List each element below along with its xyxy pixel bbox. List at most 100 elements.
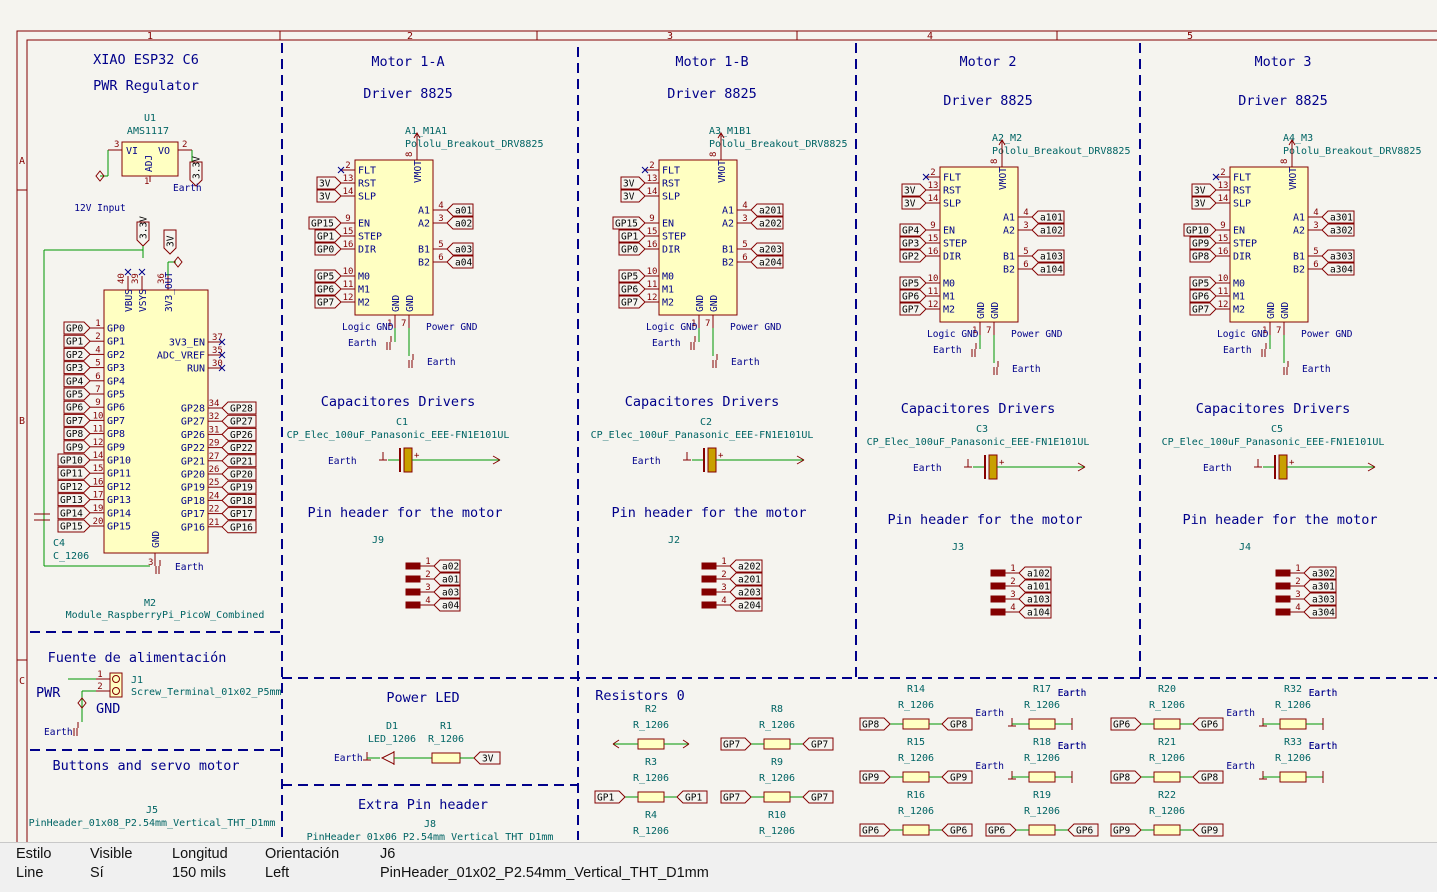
global-label-text: GP14 <box>60 508 83 519</box>
global-label <box>802 737 834 751</box>
pin-number: 39 <box>131 273 141 284</box>
global-label <box>1110 717 1142 731</box>
reference: D1 <box>386 721 398 732</box>
global-label <box>1303 592 1337 606</box>
pin-number: 8 <box>1280 159 1290 164</box>
pin-name: GP15 <box>107 522 131 533</box>
status-value: 150 mils <box>172 865 226 881</box>
motor-title: Motor 1-A <box>371 54 444 70</box>
capacitor-plate <box>1278 454 1288 480</box>
earth-label: Earth <box>175 562 204 573</box>
header-pin <box>990 595 1006 603</box>
pin-number: 21 <box>209 518 220 528</box>
driver-body <box>354 159 434 316</box>
global-label <box>618 295 646 309</box>
pin-number: 4 <box>721 596 726 606</box>
resistor-reference: R21 <box>1158 737 1176 748</box>
global-label <box>1189 276 1217 290</box>
resistor-value: R_1206 <box>898 753 934 764</box>
pin-name: GP28 <box>181 404 205 415</box>
pin-name: GP8 <box>107 429 125 440</box>
global-label <box>221 480 257 494</box>
global-label-text: GP7 <box>902 305 919 316</box>
earth-label: Earth <box>652 338 681 349</box>
resistor-value: R_1206 <box>1149 806 1185 817</box>
power-arrow <box>1288 139 1296 153</box>
capacitor-title: Capacitores Drivers <box>625 394 779 410</box>
pin-number: 11 <box>343 280 354 290</box>
status-value: Line <box>16 865 44 881</box>
global-label-text: GP6 <box>66 403 83 414</box>
pin-name: GND <box>1280 302 1291 319</box>
pin-number: 3 <box>148 558 153 568</box>
no-connect-flag <box>138 268 146 276</box>
resistor-reference: R8 <box>771 704 783 715</box>
global-label <box>433 598 461 612</box>
global-label <box>63 427 91 441</box>
global-label-text: GP8 <box>950 720 967 731</box>
pin-number: 13 <box>1218 181 1229 191</box>
pin-number: 13 <box>647 174 658 184</box>
pin-number: 27 <box>209 452 220 462</box>
pin-name: GP6 <box>107 403 125 414</box>
block-title: Extra Pin header <box>358 797 488 813</box>
global-label-text: a301 <box>1312 582 1335 593</box>
status-header: Longitud <box>172 846 228 862</box>
pin-name: GP4 <box>107 376 125 387</box>
global-label-text: a102 <box>1027 569 1050 580</box>
earth-label: Earth <box>632 456 661 467</box>
resistor-reference: R10 <box>768 810 786 821</box>
terminal-screw <box>112 675 120 683</box>
earth-label: Earth <box>1309 741 1338 752</box>
resistor-body <box>1153 718 1181 730</box>
global-label <box>446 203 474 217</box>
pin-number: 1 <box>721 557 726 567</box>
global-label-text: GP8 <box>1192 252 1209 263</box>
global-label-text: GP9 <box>862 773 879 784</box>
pin-name: GP7 <box>107 416 125 427</box>
net-label: PWR <box>36 685 61 701</box>
global-label <box>859 823 891 837</box>
global-label <box>1189 236 1217 250</box>
block-title: Resistors 0 <box>595 688 684 704</box>
earth-label: Earth <box>933 345 962 356</box>
logic-gnd-label: Logic GND <box>646 322 698 333</box>
pin-number: 32 <box>209 412 220 422</box>
pin-name: A2 <box>1003 226 1015 237</box>
global-label-text: GP8 <box>1113 773 1130 784</box>
resistor-value: R_1206 <box>1024 700 1060 711</box>
power-arrow <box>998 139 1006 153</box>
global-label <box>750 242 784 256</box>
capacitor-reference: C5 <box>1271 424 1283 435</box>
global-label-text: GP15 <box>60 522 83 533</box>
global-label <box>899 302 927 316</box>
pin-name: ADJ <box>144 155 155 172</box>
pin-number: 11 <box>928 287 939 297</box>
pin-number: 9 <box>1220 221 1225 231</box>
global-label-text: GP1 <box>621 232 638 243</box>
pin-name: RST <box>1233 186 1251 197</box>
no-connect-flag <box>218 351 226 359</box>
pin-name: ADC_VREF <box>157 351 205 362</box>
global-label-text: 3V <box>482 754 494 765</box>
global-label-text: GP10 <box>60 456 83 467</box>
resistor-body <box>637 738 665 750</box>
global-label-text: 3V <box>904 186 916 197</box>
pin-number: 1 <box>972 326 977 336</box>
global-label-text: a101 <box>1027 582 1050 593</box>
global-label-text: GP1 <box>597 793 614 804</box>
pin-name: RST <box>358 179 376 190</box>
pin-number: 12 <box>93 438 104 448</box>
global-label <box>221 441 257 455</box>
power-label <box>163 229 177 255</box>
frame-row-label: B <box>19 416 25 427</box>
pin-number: 7 <box>1276 326 1281 336</box>
pin-number: 4 <box>425 596 430 606</box>
global-label <box>802 790 834 804</box>
earth-symbol <box>408 354 414 368</box>
resistor-body <box>902 824 930 836</box>
no-connect-flag <box>218 338 226 346</box>
global-label <box>316 189 342 203</box>
